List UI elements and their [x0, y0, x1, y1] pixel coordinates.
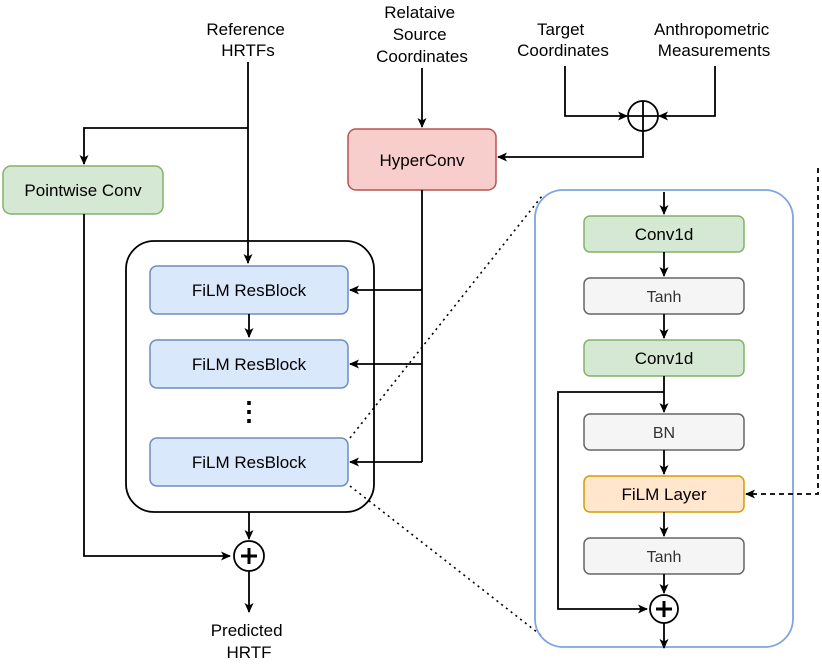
- film-resblock-last: [149, 437, 349, 487]
- zoom-line-bottom: [349, 485, 543, 637]
- circle-plus-icon: [627, 100, 659, 132]
- conv1d-2-label: Conv1d: [635, 349, 694, 368]
- film-resblock-1-label: FiLM ResBlock: [192, 281, 307, 300]
- pointwise-conv-block: [2, 165, 164, 215]
- bn-label: BN: [653, 425, 675, 442]
- tanh-2-label: Tanh: [647, 549, 682, 566]
- target-to-concat-arrow: [564, 66, 628, 121]
- resblock-group: [125, 240, 375, 513]
- skip-connection-arrow: [557, 391, 664, 614]
- zoom-line-top: [349, 195, 543, 439]
- film-resblock-2: [149, 339, 349, 389]
- anthropometric-measurements-label: Anthropometric Measurements: [654, 20, 774, 60]
- conv1d-1-label: Conv1d: [635, 225, 694, 244]
- sum-plus-icon: [233, 540, 265, 572]
- tanh-1-label: Tanh: [647, 289, 682, 306]
- target-coordinates-label: Target Coordinates: [517, 20, 609, 60]
- reference-hrtfs-label: Reference HRTFs: [206, 20, 289, 60]
- conditioning-dashed-arrow: [745, 168, 819, 499]
- anthropometric-to-concat-arrow: [658, 66, 716, 121]
- hyperconv-label: HyperConv: [379, 151, 465, 170]
- pointwise-conv-label: Pointwise Conv: [24, 181, 142, 200]
- predicted-hrtf-label: Predicted HRTF: [211, 621, 288, 662]
- pointwise-to-sum-arrow: [83, 214, 231, 561]
- relative-source-coordinates-label: Relataive Source Coordinates: [376, 3, 468, 66]
- film-resblock-last-label: FiLM ResBlock: [192, 453, 307, 472]
- film-layer-label: FiLM Layer: [621, 485, 706, 504]
- reference-to-pointwise-arrow: [79, 127, 248, 165]
- vertical-ellipsis: ⋮: [236, 396, 262, 426]
- film-resblock-2-label: FiLM ResBlock: [192, 355, 307, 374]
- detail-sum-plus-icon: [649, 594, 679, 624]
- concat-to-hyperconv-arrow: [497, 131, 644, 162]
